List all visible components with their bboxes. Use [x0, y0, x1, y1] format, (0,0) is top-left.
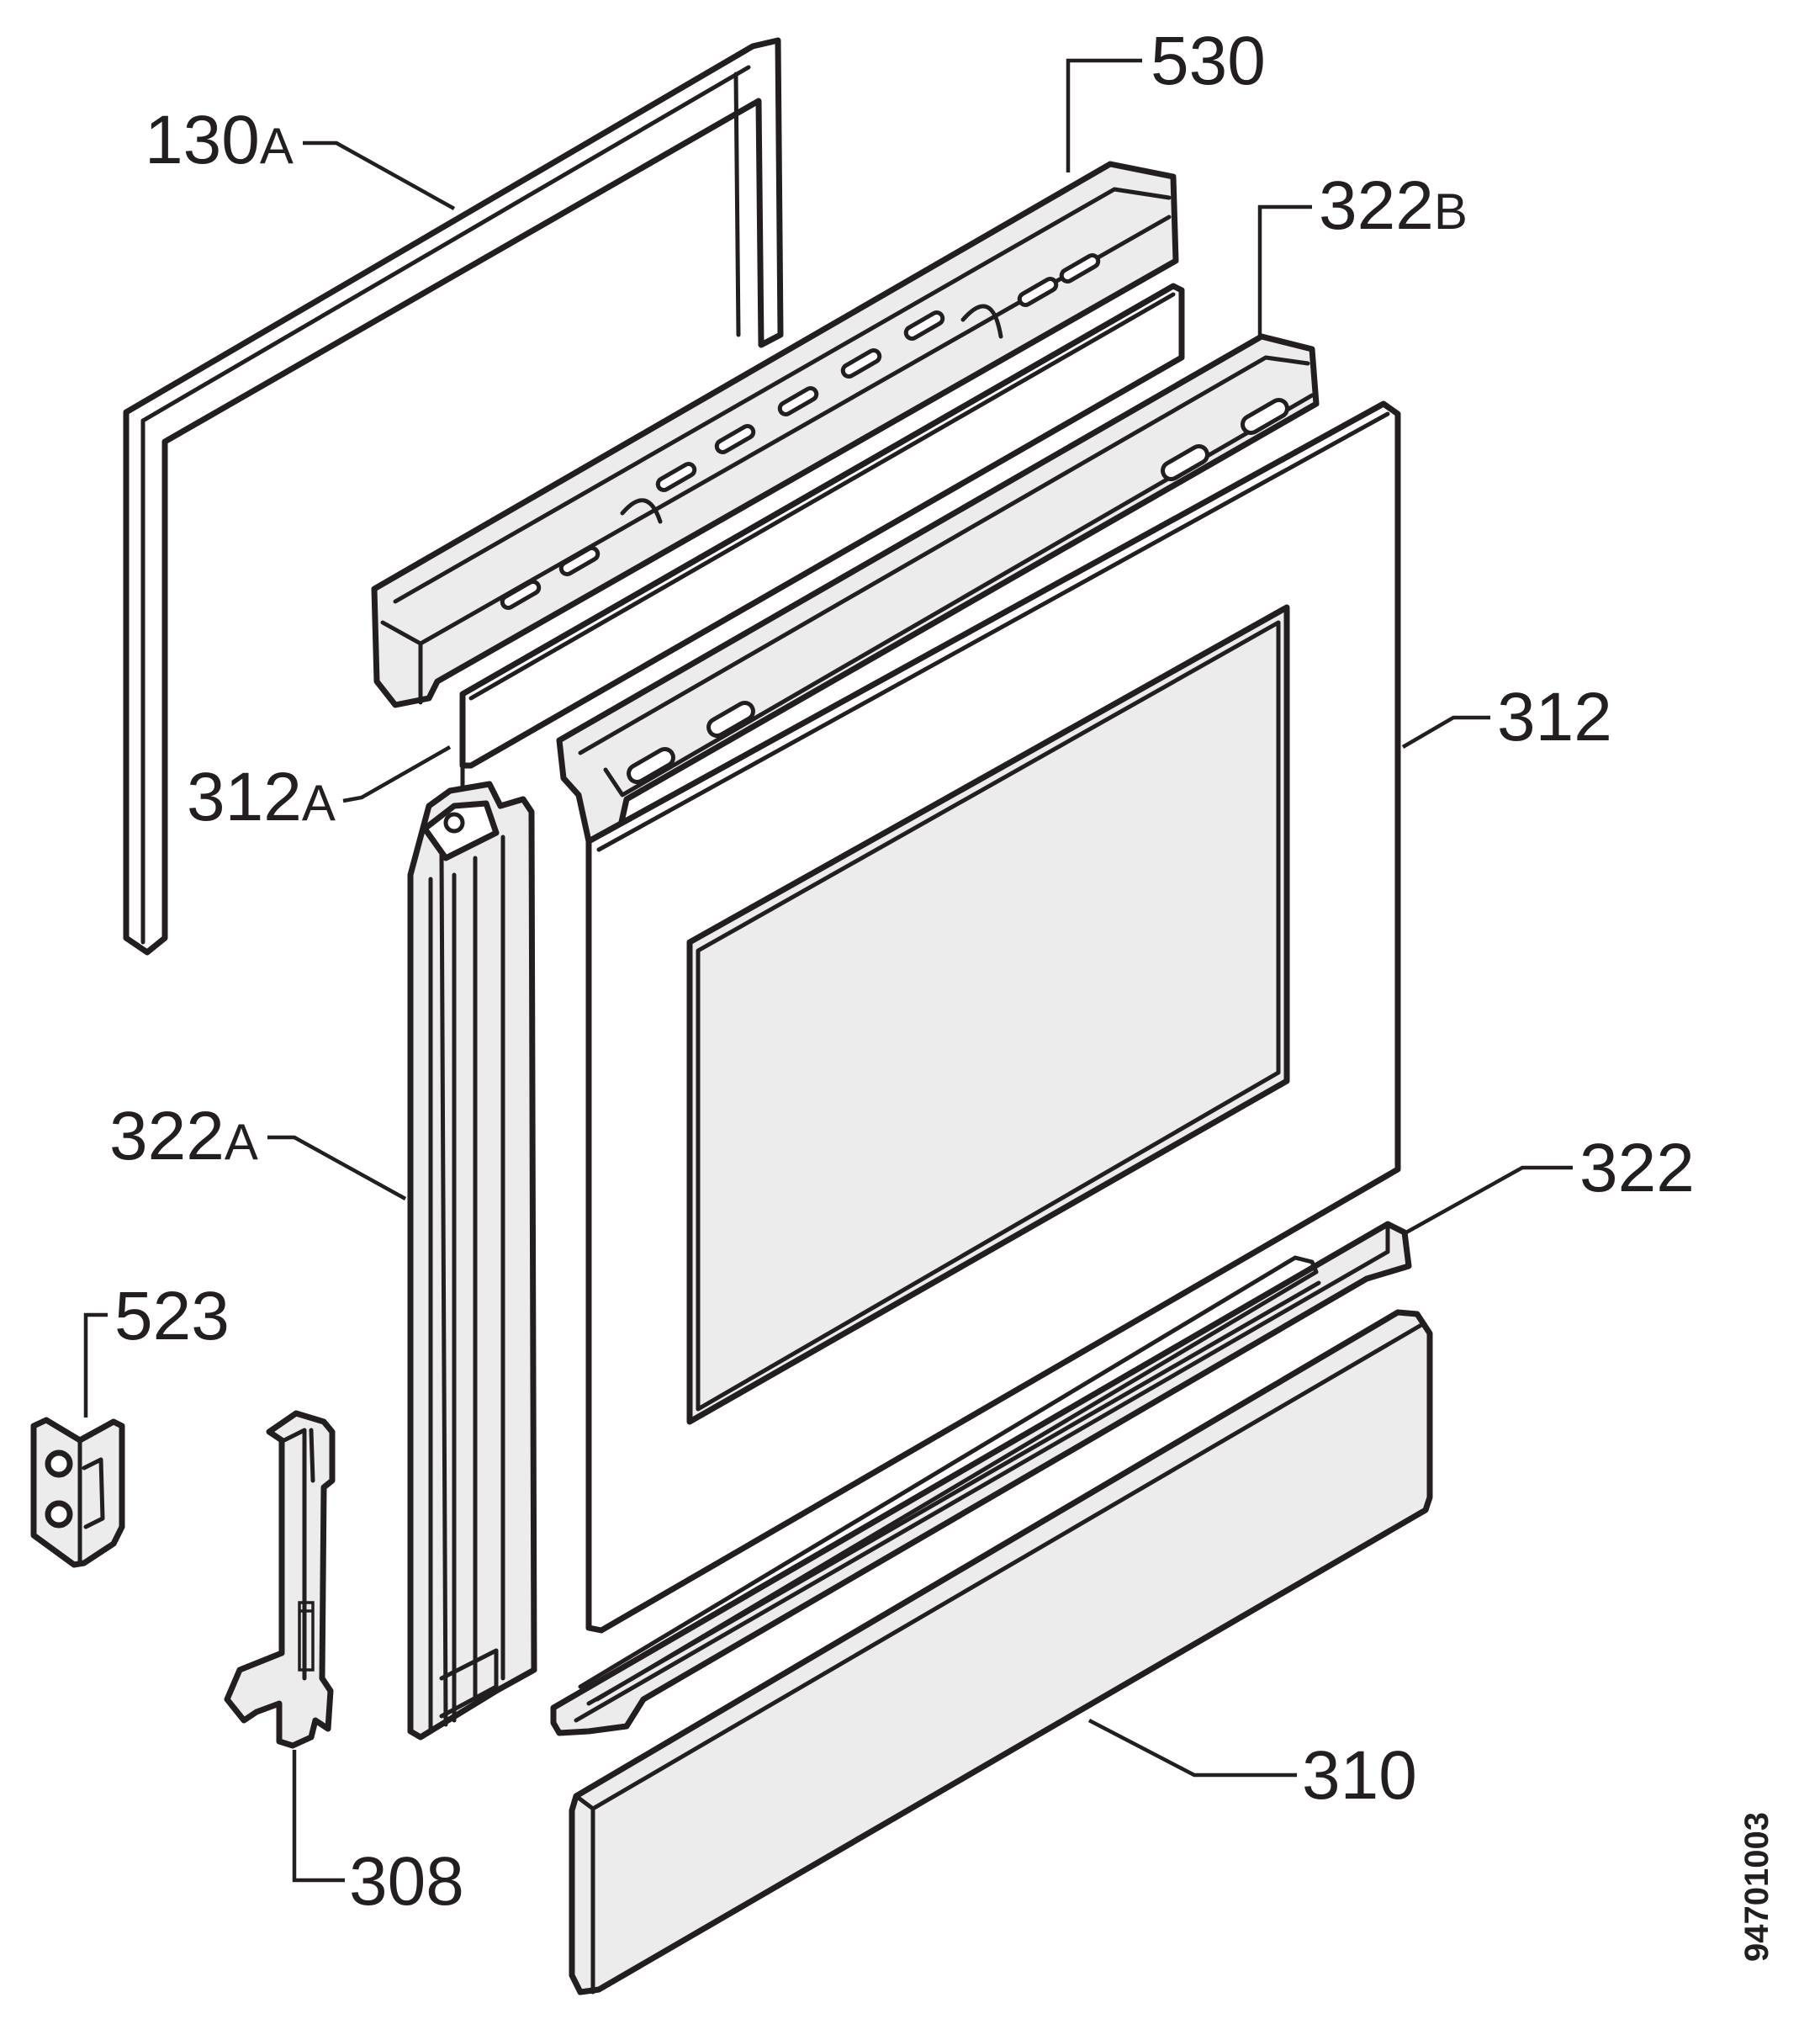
outer-door-glass-part-312	[585, 400, 1401, 1634]
callout-523: 523	[114, 1278, 230, 1354]
callout-312: 312	[1497, 679, 1612, 755]
leader-130a	[303, 140, 456, 210]
callout-322: 322	[1579, 1130, 1695, 1206]
callout-322b: 322B	[1319, 167, 1468, 244]
leader-530	[1066, 58, 1142, 172]
callout-130a-number: 130	[145, 102, 260, 178]
callout-523-number: 523	[114, 1278, 230, 1354]
leader-308	[292, 1750, 345, 1883]
callout-322a-number: 322	[109, 1098, 225, 1174]
drawing-code: 94701003	[1738, 1812, 1775, 1962]
inner-glass-panel-part-312a	[459, 283, 1185, 802]
leader-322	[1405, 1165, 1573, 1234]
callout-312-number: 312	[1497, 679, 1612, 755]
callout-322b-suffix: B	[1434, 183, 1468, 240]
callout-322a: 322A	[109, 1098, 258, 1174]
leader-lines	[83, 58, 1573, 1883]
callout-322-number: 322	[1579, 1130, 1695, 1206]
upper-glass-holder-part-322b	[556, 333, 1320, 845]
callout-530: 530	[1151, 23, 1266, 99]
callout-130a-suffix: A	[260, 118, 294, 174]
leader-322b	[1257, 204, 1312, 336]
door-gasket-part-130a	[123, 37, 784, 956]
callout-308: 308	[349, 1843, 464, 1920]
callout-312a-suffix: A	[302, 775, 336, 831]
side-frame-profile-part-322a	[407, 781, 537, 1741]
hinge-assembly-part-308	[224, 1410, 336, 1749]
leader-310	[1087, 1719, 1297, 1778]
callout-310: 310	[1302, 1737, 1417, 1814]
leader-523	[83, 1312, 108, 1418]
callout-308-number: 308	[349, 1843, 464, 1920]
lower-glass-holder-part-322	[550, 1221, 1412, 1736]
callout-322a-suffix: A	[225, 1114, 258, 1170]
top-vent-profile-part-530	[371, 161, 1179, 708]
lower-trim-panel-part-310	[569, 1309, 1433, 1995]
callout-322b-number: 322	[1319, 167, 1434, 244]
callout-530-number: 530	[1151, 23, 1266, 99]
callout-130a: 130A	[145, 102, 294, 178]
callout-312a: 312A	[187, 759, 336, 835]
callout-310-number: 310	[1302, 1737, 1417, 1814]
hinge-bracket-part-523	[30, 1417, 125, 1568]
leader-312	[1401, 715, 1490, 749]
callout-312a-number: 312	[187, 759, 302, 835]
leader-312a	[342, 745, 452, 803]
leader-322a	[267, 1135, 407, 1200]
